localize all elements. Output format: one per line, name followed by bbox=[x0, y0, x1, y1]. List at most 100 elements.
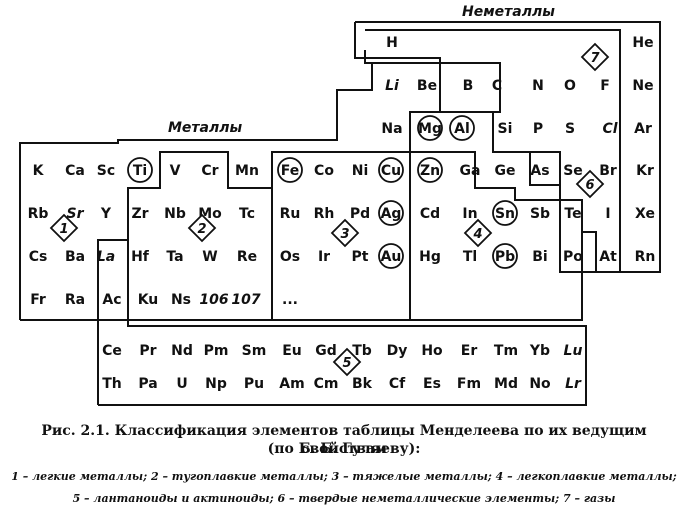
group-5-number: 5 bbox=[342, 356, 351, 371]
element-b: B bbox=[463, 78, 474, 94]
element-ge: Ge bbox=[495, 163, 516, 179]
group-4-diamond bbox=[463, 218, 493, 248]
element-rh: Rh bbox=[314, 206, 335, 222]
element-y: Y bbox=[100, 206, 112, 222]
element-tl: Tl bbox=[463, 249, 477, 265]
element-dy: Dy bbox=[387, 343, 408, 359]
element-cl: Cl bbox=[602, 121, 617, 137]
figure-caption-title: Рис. 2.1. Классификация элементов таблиц… bbox=[41, 423, 647, 457]
element-bk: Bk bbox=[352, 376, 373, 392]
element-c: C bbox=[492, 78, 502, 94]
element-he: He bbox=[632, 35, 653, 51]
element-circle-marker bbox=[378, 243, 404, 269]
element-i: I bbox=[605, 206, 610, 222]
legend-line-1: 1 – легкие металлы; 2 – тугоплавкие мета… bbox=[11, 470, 677, 483]
group-7-border bbox=[365, 29, 660, 273]
element-rb: Rb bbox=[28, 206, 49, 222]
element-circle-marker bbox=[417, 115, 443, 141]
element-106: 106 bbox=[199, 292, 228, 308]
element-ne: Ne bbox=[632, 78, 653, 94]
element-mn: Mn bbox=[235, 163, 259, 179]
group-6-diamond bbox=[575, 169, 605, 199]
element-nd: Nd bbox=[171, 343, 193, 359]
element-pa: Pa bbox=[138, 376, 157, 392]
element-n: N bbox=[532, 78, 544, 94]
element-107: 107 bbox=[231, 292, 260, 308]
element-al: Al bbox=[454, 121, 470, 137]
element-gd: Gd bbox=[315, 343, 337, 359]
group-5-diamond bbox=[332, 347, 362, 377]
element-tb: Tb bbox=[352, 343, 372, 359]
element-ba: Ba bbox=[65, 249, 85, 265]
element-bi: Bi bbox=[532, 249, 547, 265]
element-ru: Ru bbox=[280, 206, 301, 222]
element-u: U bbox=[176, 376, 187, 392]
group-7-inner-border bbox=[364, 50, 441, 63]
element-hg: Hg bbox=[419, 249, 441, 265]
element-s: S bbox=[565, 121, 575, 137]
element-cs: Cs bbox=[29, 249, 48, 265]
element-at: At bbox=[599, 249, 617, 265]
group-4-number: 4 bbox=[472, 227, 482, 242]
metals-header: Металлы bbox=[168, 120, 242, 136]
element-nb: Nb bbox=[164, 206, 186, 222]
element-p: P bbox=[533, 121, 543, 137]
group-1-number: 1 bbox=[59, 222, 68, 237]
element-fm: Fm bbox=[457, 376, 481, 392]
group-4-border bbox=[410, 151, 583, 321]
element-ac: Ac bbox=[102, 292, 121, 308]
nonmetals-region-border bbox=[354, 21, 661, 273]
element-rn: Rn bbox=[635, 249, 656, 265]
element-re: Re bbox=[237, 249, 257, 265]
element-mg: Mg bbox=[418, 121, 442, 137]
element-na: Na bbox=[381, 121, 402, 137]
element-ti: Ti bbox=[133, 163, 147, 179]
element-si: Si bbox=[498, 121, 513, 137]
element-circle-marker bbox=[127, 157, 153, 183]
element-ar: Ar bbox=[634, 121, 652, 137]
element-ns: Ns bbox=[171, 292, 191, 308]
element-circle-marker bbox=[449, 115, 475, 141]
group-2-number: 2 bbox=[197, 222, 206, 237]
element-ag: Ag bbox=[381, 206, 402, 222]
element-lr: Lr bbox=[565, 376, 582, 392]
element-ni: Ni bbox=[352, 163, 369, 179]
group-7-diamond bbox=[580, 42, 610, 72]
metals-region-border bbox=[19, 62, 501, 321]
element-as: As bbox=[530, 163, 549, 179]
element-fe: Fe bbox=[281, 163, 300, 179]
element-pu: Pu bbox=[244, 376, 264, 392]
element-: ... bbox=[282, 292, 298, 308]
element-pt: Pt bbox=[352, 249, 369, 265]
element-pr: Pr bbox=[139, 343, 156, 359]
element-v: V bbox=[170, 163, 181, 179]
element-ce: Ce bbox=[102, 343, 122, 359]
element-zn: Zn bbox=[420, 163, 440, 179]
element-circle-marker bbox=[277, 157, 303, 183]
element-ir: Ir bbox=[318, 249, 330, 265]
group-6-number: 6 bbox=[585, 178, 594, 193]
element-ku: Ku bbox=[138, 292, 159, 308]
element-fr: Fr bbox=[30, 292, 46, 308]
nonmetals-header: Неметаллы bbox=[462, 4, 555, 20]
element-li: Li bbox=[385, 78, 399, 94]
element-hf: Hf bbox=[131, 249, 150, 265]
region-borders bbox=[19, 21, 661, 406]
element-cu: Cu bbox=[381, 163, 401, 179]
element-k: K bbox=[33, 163, 45, 179]
element-h: H bbox=[386, 35, 398, 51]
element-sb: Sb bbox=[530, 206, 550, 222]
element-lu: Lu bbox=[564, 343, 583, 359]
element-se: Se bbox=[563, 163, 583, 179]
element-es: Es bbox=[423, 376, 441, 392]
element-ta: Ta bbox=[166, 249, 183, 265]
element-xe: Xe bbox=[635, 206, 655, 222]
element-sm: Sm bbox=[242, 343, 267, 359]
legend-line-2: 5 – лантаноиды и актиноиды; 6 – твердые … bbox=[72, 492, 616, 505]
element-circle-marker bbox=[417, 157, 443, 183]
element-np: Np bbox=[205, 376, 227, 392]
element-o: O bbox=[564, 78, 576, 94]
element-ca: Ca bbox=[65, 163, 85, 179]
element-w: W bbox=[202, 249, 217, 265]
